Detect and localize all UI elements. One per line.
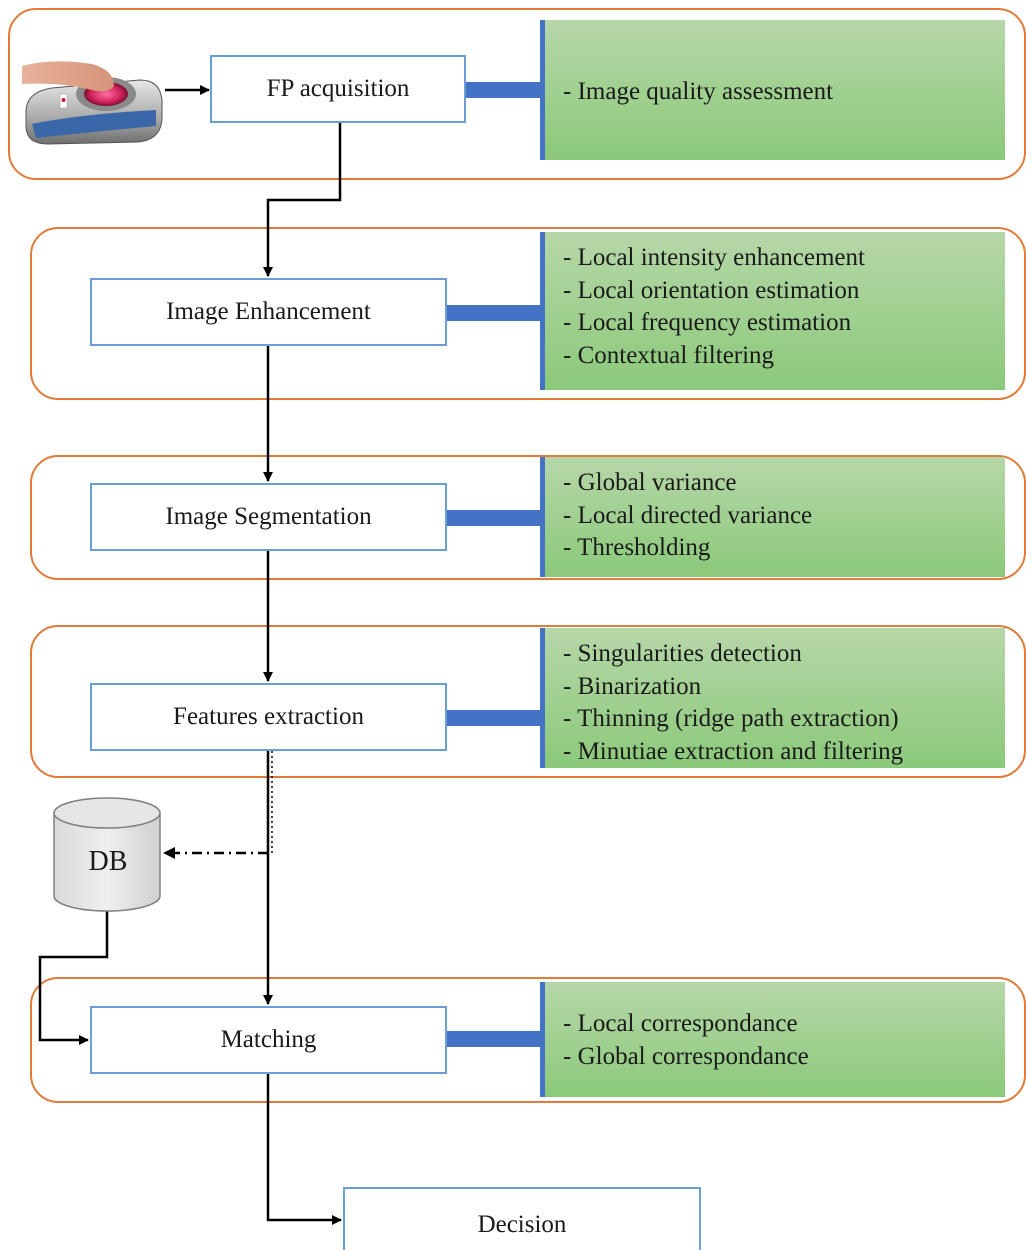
detail-item: - Local orientation estimation bbox=[563, 276, 860, 304]
step-features-extraction: Features extraction bbox=[90, 683, 447, 751]
detail-item: - Minutiae extraction and filtering bbox=[563, 737, 904, 765]
details-features-extraction: - Singularities detection - Binarization… bbox=[540, 628, 1005, 768]
step-decision-label: Decision bbox=[477, 1211, 567, 1238]
step-fp-acquisition: FP acquisition bbox=[210, 55, 466, 123]
step-matching: Matching bbox=[90, 1006, 447, 1074]
step-matching-label: Matching bbox=[220, 1026, 317, 1053]
connector-matching bbox=[447, 1031, 540, 1047]
detail-item: - Global correspondance bbox=[563, 1042, 809, 1070]
step-fp-acquisition-label: FP acquisition bbox=[266, 75, 410, 102]
details-image-enhancement: - Local intensity enhancement - Local or… bbox=[540, 232, 1005, 390]
step-decision: Decision bbox=[343, 1187, 701, 1250]
detail-item: - Contextual filtering bbox=[563, 341, 775, 369]
detail-item: - Local correspondance bbox=[563, 1010, 798, 1037]
connector-image-enhancement bbox=[447, 305, 540, 321]
step-features-extraction-label: Features extraction bbox=[173, 703, 364, 730]
details-fp-acquisition: - Image quality assessment bbox=[540, 20, 1005, 160]
detail-item: - Thresholding bbox=[563, 534, 711, 561]
detail-item: - Thinning (ridge path extraction) bbox=[563, 705, 899, 732]
step-image-segmentation: Image Segmentation bbox=[90, 483, 447, 551]
detail-item: - Local intensity enhancement bbox=[563, 244, 865, 271]
step-image-segmentation-label: Image Segmentation bbox=[165, 503, 372, 530]
detail-item: - Global variance bbox=[563, 469, 737, 496]
step-image-enhancement-label: Image Enhancement bbox=[166, 298, 371, 325]
details-image-segmentation: - Global variance - Local directed varia… bbox=[540, 457, 1005, 577]
detail-item: - Local frequency estimation bbox=[563, 309, 852, 336]
detail-item: - Singularities detection bbox=[563, 640, 802, 667]
database-label: DB bbox=[88, 846, 128, 877]
detail-item: - Local directed variance bbox=[563, 501, 813, 529]
connector-fp-acquisition bbox=[466, 82, 540, 98]
detail-item: - Image quality assessment bbox=[563, 78, 834, 105]
connector-features-extraction bbox=[447, 710, 540, 726]
details-matching: - Local correspondance - Global correspo… bbox=[540, 982, 1005, 1097]
detail-item: - Binarization bbox=[563, 672, 702, 700]
fingerprint-scanner-icon bbox=[22, 61, 163, 145]
connector-image-segmentation bbox=[447, 510, 540, 526]
step-image-enhancement: Image Enhancement bbox=[90, 278, 447, 346]
